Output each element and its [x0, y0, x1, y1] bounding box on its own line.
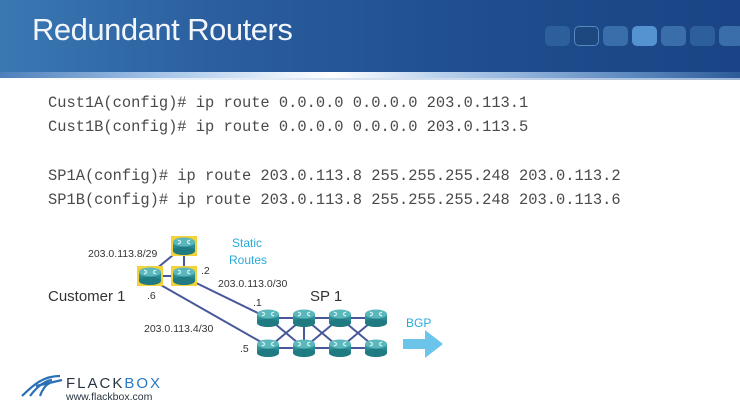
router-icon: [256, 308, 280, 328]
bgp-label: BGP: [406, 316, 431, 330]
command-line: Cust1B(config)# ip route 0.0.0.0 0.0.0.0…: [48, 118, 529, 136]
slide-title: Redundant Routers: [32, 12, 293, 47]
subnet-link-a-label: 203.0.113.0/30: [218, 278, 287, 290]
addr-sp-b-label: .5: [240, 343, 249, 355]
router-icon: [292, 338, 316, 358]
sp-label: SP 1: [310, 288, 342, 305]
router-icon: [292, 308, 316, 328]
subnet-customer-lan-label: 203.0.113.8/29: [88, 248, 157, 260]
nav-block: [719, 26, 740, 46]
router-icon: [328, 338, 352, 358]
nav-block: [574, 26, 599, 46]
bgp-arrow-icon: [403, 330, 443, 358]
link-b: [151, 279, 269, 347]
link-a: [185, 277, 269, 319]
nav-block: [690, 26, 715, 46]
slide-header: Redundant Routers: [0, 0, 740, 72]
nav-block: [661, 26, 686, 46]
router-icon: [328, 308, 352, 328]
router-icon: [256, 338, 280, 358]
nav-block-active: [632, 26, 657, 46]
command-line: SP1A(config)# ip route 203.0.113.8 255.2…: [48, 167, 621, 185]
logo-name-part2: BOX: [124, 375, 163, 392]
customer-label: Customer 1: [48, 288, 126, 305]
static-routes-label: Static: [232, 236, 262, 250]
subnet-link-b-label: 203.0.113.4/30: [144, 323, 213, 335]
logo-name-part1: FLACK: [66, 375, 125, 392]
addr-cust-a-label: .2: [201, 265, 210, 277]
nav-block: [603, 26, 628, 46]
router-icon: [172, 266, 196, 286]
router-icon: [138, 266, 162, 286]
static-routes-label: Routes: [229, 253, 267, 267]
header-divider: [0, 78, 740, 80]
slide-nav-blocks: [545, 26, 740, 46]
router-icon: [364, 338, 388, 358]
logo-name: FLACKBOX: [66, 375, 162, 392]
addr-sp-a-label: .1: [253, 297, 262, 309]
router-icon: [364, 308, 388, 328]
router-icon: [172, 236, 196, 256]
flackbox-logo-icon: [21, 374, 63, 397]
logo-url: www.flackbox.com: [66, 391, 153, 403]
nav-block: [545, 26, 570, 46]
command-line: SP1B(config)# ip route 203.0.113.8 255.2…: [48, 191, 621, 209]
header-stripe: [0, 72, 740, 78]
command-line: Cust1A(config)# ip route 0.0.0.0 0.0.0.0…: [48, 94, 529, 112]
addr-cust-b-label: .6: [147, 290, 156, 302]
